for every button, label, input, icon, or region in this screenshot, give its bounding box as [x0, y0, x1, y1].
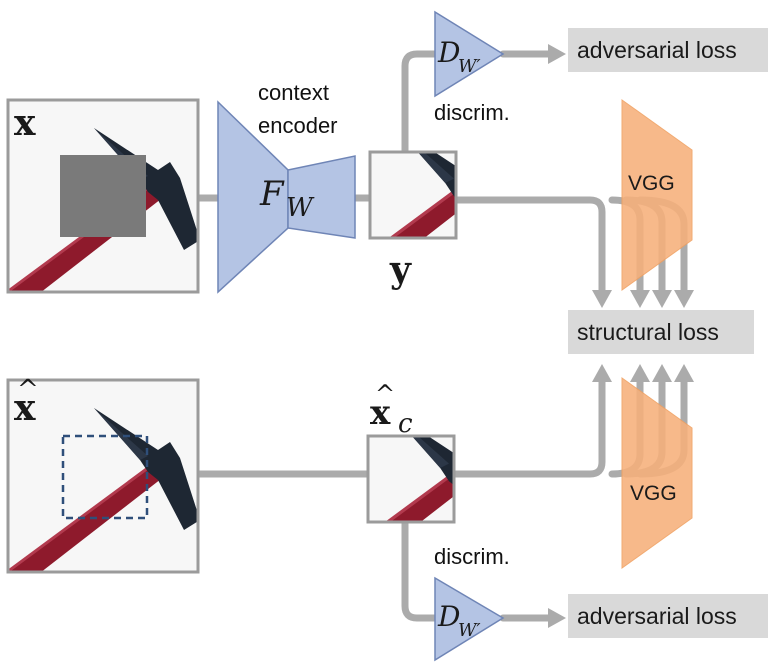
arrow-up-1	[592, 364, 612, 382]
arrow-down-2	[630, 290, 650, 308]
discriminator-bottom: D W′ discrim.	[434, 544, 510, 662]
y-to-discriminator-line	[401, 50, 439, 156]
loss-adversarial-top: adversarial loss	[568, 28, 768, 72]
arrow-down-1	[592, 290, 612, 308]
y-to-structural-line	[452, 196, 606, 296]
encoder-label-line1: context	[258, 80, 329, 105]
x-label: x	[14, 102, 36, 144]
image-xhat-frame	[6, 378, 200, 574]
xc-subscript: c	[398, 409, 413, 439]
decoder-right-trapezoid	[287, 155, 356, 239]
y-label: y	[389, 249, 412, 291]
loss-adversarial-bottom-box	[568, 594, 768, 638]
vgg-bottom-shape	[621, 377, 693, 569]
arrow-head-top-adv	[548, 44, 566, 64]
image-x-frame	[6, 98, 200, 294]
discriminator-top-triangle	[434, 10, 505, 98]
loss-adversarial-bottom-label: adversarial loss	[577, 603, 737, 629]
encoder-symbol: F	[259, 174, 285, 214]
xhat-hat: ^	[17, 375, 39, 405]
discriminator-bottom-triangle	[434, 576, 505, 662]
discriminator-bottom-subscript: W′	[458, 620, 481, 641]
xc-to-structural-line	[450, 376, 606, 478]
image-y: y	[368, 150, 458, 291]
discriminator-top-symbol: D	[437, 36, 460, 69]
xc-to-discriminator-line	[401, 518, 439, 622]
arrow-head-bottom-adv	[548, 608, 566, 628]
image-x: x	[6, 98, 200, 294]
discriminator-top-subscript: W′	[458, 56, 481, 77]
arrow-up-2	[630, 364, 650, 382]
discriminator-bottom-symbol: D	[437, 600, 460, 633]
loss-structural: structural loss	[568, 310, 754, 354]
encoder-subscript: W	[286, 193, 315, 223]
loss-adversarial-top-label: adversarial loss	[577, 37, 737, 63]
vgg-top-shape	[621, 99, 693, 291]
xc-label: x	[370, 393, 391, 433]
image-xhat: ^ x	[6, 375, 200, 574]
context-encoder: context encoder F W	[217, 80, 356, 294]
loss-adversarial-top-box	[568, 28, 768, 72]
vgg-bottom-label: VGG	[630, 482, 677, 505]
loss-structural-label: structural loss	[577, 319, 719, 345]
arrow-down-4	[674, 290, 694, 308]
discriminator-top: D W′ discrim.	[434, 10, 510, 125]
image-xc-frame	[366, 434, 456, 524]
arrow-down-3	[652, 290, 672, 308]
encoder-label-line2: encoder	[258, 113, 338, 138]
discriminator-top-label: discrim.	[434, 100, 510, 125]
image-xc: ^ x c	[366, 380, 456, 524]
loss-structural-box	[568, 310, 754, 354]
image-y-frame	[368, 150, 458, 240]
arrow-up-3	[652, 364, 672, 382]
loss-adversarial-bottom: adversarial loss	[568, 594, 768, 638]
vgg-top-label: VGG	[628, 172, 675, 195]
vgg-bottom: VGG	[621, 377, 693, 569]
vgg-top: VGG	[621, 99, 693, 291]
discriminator-bottom-label: discrim.	[434, 544, 510, 569]
dashed-crop-box	[61, 434, 149, 520]
xhat-label: x	[14, 387, 36, 429]
xc-hat: ^	[375, 380, 395, 408]
arrow-up-4	[674, 364, 694, 382]
mask-region	[60, 155, 146, 237]
